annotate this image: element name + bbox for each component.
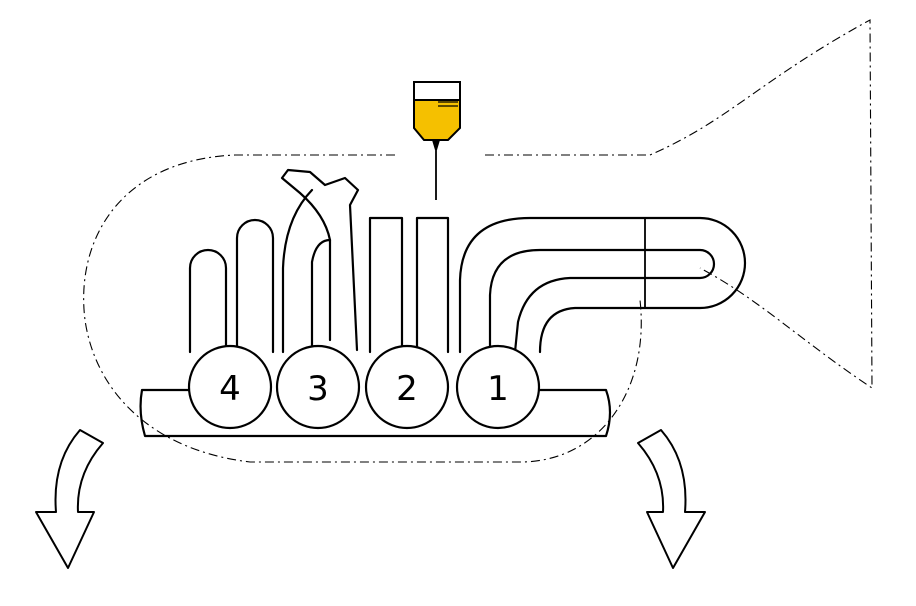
right-curved-down-arrow-icon [637, 429, 706, 569]
instrument-outline [83, 19, 873, 463]
valve-slides [188, 168, 747, 354]
oil-bottle-icon [413, 81, 461, 150]
valve-3[interactable]: 3 [275, 344, 361, 430]
valve-2-label: 2 [396, 369, 418, 409]
valve-4-label: 4 [219, 369, 241, 409]
valve-2[interactable]: 2 [364, 344, 450, 430]
valve-1[interactable]: 1 [455, 344, 541, 430]
valve-1-label: 1 [487, 369, 509, 409]
valve-4[interactable]: 4 [187, 344, 273, 430]
left-curved-down-arrow-icon [35, 429, 104, 569]
valve-group: 4 3 2 1 [187, 344, 541, 430]
valve-base-tube [139, 388, 612, 438]
valve-3-label: 3 [307, 369, 329, 409]
